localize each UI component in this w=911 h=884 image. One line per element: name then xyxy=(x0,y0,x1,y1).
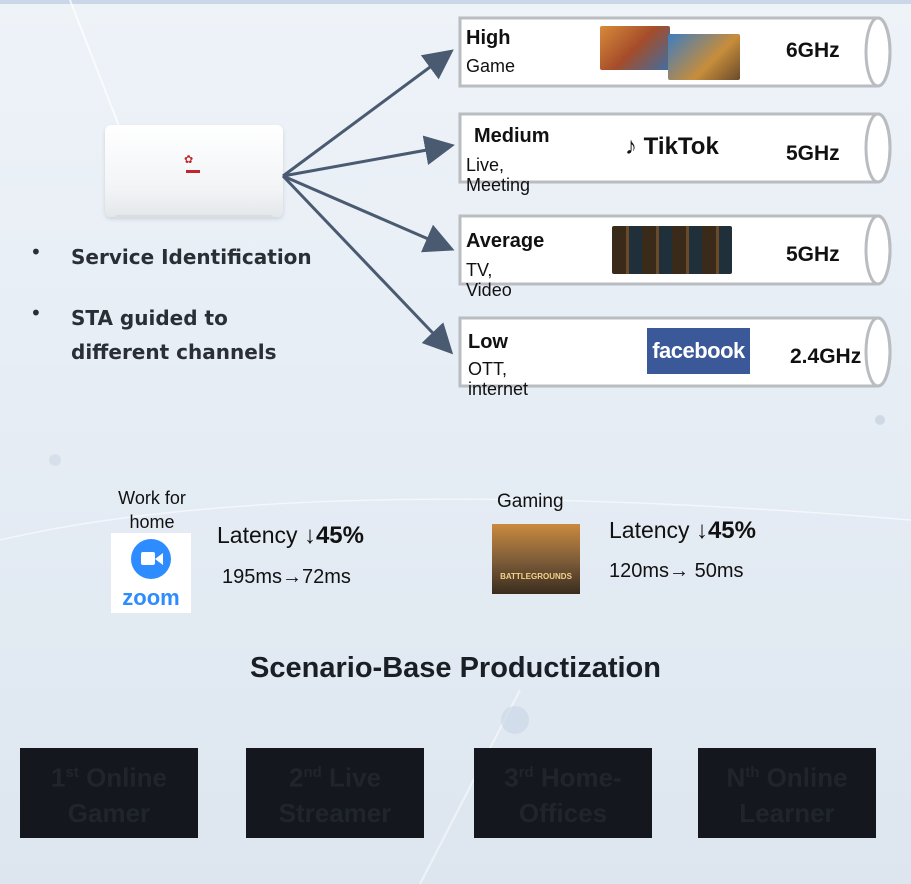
top-border xyxy=(0,0,911,4)
arrow-medium xyxy=(282,135,455,178)
zoom-camera-icon xyxy=(131,539,171,579)
latency-change: 120ms→ 50ms xyxy=(609,560,744,582)
video-thumbnail-icon xyxy=(612,226,732,274)
scenario-card-online-gamer[interactable]: 1st Online Gamer xyxy=(20,748,198,838)
tier-level: Medium xyxy=(474,125,550,147)
scenario-label: Work for home xyxy=(118,488,186,532)
tier-usage: OTT, internet xyxy=(468,359,529,399)
tiktok-logo: ♪ TikTok xyxy=(625,133,719,160)
tier-band: 2.4GHz xyxy=(790,345,862,368)
tier-level: High xyxy=(466,27,511,49)
zoom-logo: zoom xyxy=(111,533,191,613)
tier-usage: Game xyxy=(466,56,516,76)
latency-improvement: ↓45% xyxy=(695,517,756,544)
latency-label: Latency ↓45% xyxy=(217,522,364,549)
router-image: ✿ xyxy=(105,125,285,220)
tier-level: Average xyxy=(466,230,545,252)
section-title: Scenario-Base Productization xyxy=(250,652,661,684)
arrow-average xyxy=(282,174,455,253)
latency-change: 195ms→72ms xyxy=(222,566,351,588)
tier-usage: Live, Meeting xyxy=(466,155,531,195)
game-thumbnail-icon xyxy=(668,34,740,80)
tier-band: 5GHz xyxy=(786,142,840,165)
tier-usage: TV, Video xyxy=(466,260,512,300)
latency-label: Latency ↓45% xyxy=(609,517,756,544)
facebook-logo: facebook xyxy=(647,328,750,374)
latency-improvement: ↓45% xyxy=(303,522,364,549)
brand-logo-icon: ✿ xyxy=(184,154,194,166)
scenario-label: Gaming xyxy=(497,491,564,512)
tier-band: 6GHz xyxy=(786,39,840,62)
scenario-card-home-offices[interactable]: 3rd Home- Offices xyxy=(474,748,652,838)
scenario-card-online-learner[interactable]: Nth Online Learner xyxy=(698,748,876,838)
arrow-low xyxy=(281,174,454,355)
tier-band: 5GHz xyxy=(786,243,840,266)
scenario-card-live-streamer[interactable]: 2nd Live Streamer xyxy=(246,748,424,838)
arrow-high xyxy=(282,49,454,178)
tier-level: Low xyxy=(468,331,508,353)
pubg-logo: BATTLEGROUNDS xyxy=(492,524,580,594)
game-thumbnail-icon xyxy=(600,26,670,70)
